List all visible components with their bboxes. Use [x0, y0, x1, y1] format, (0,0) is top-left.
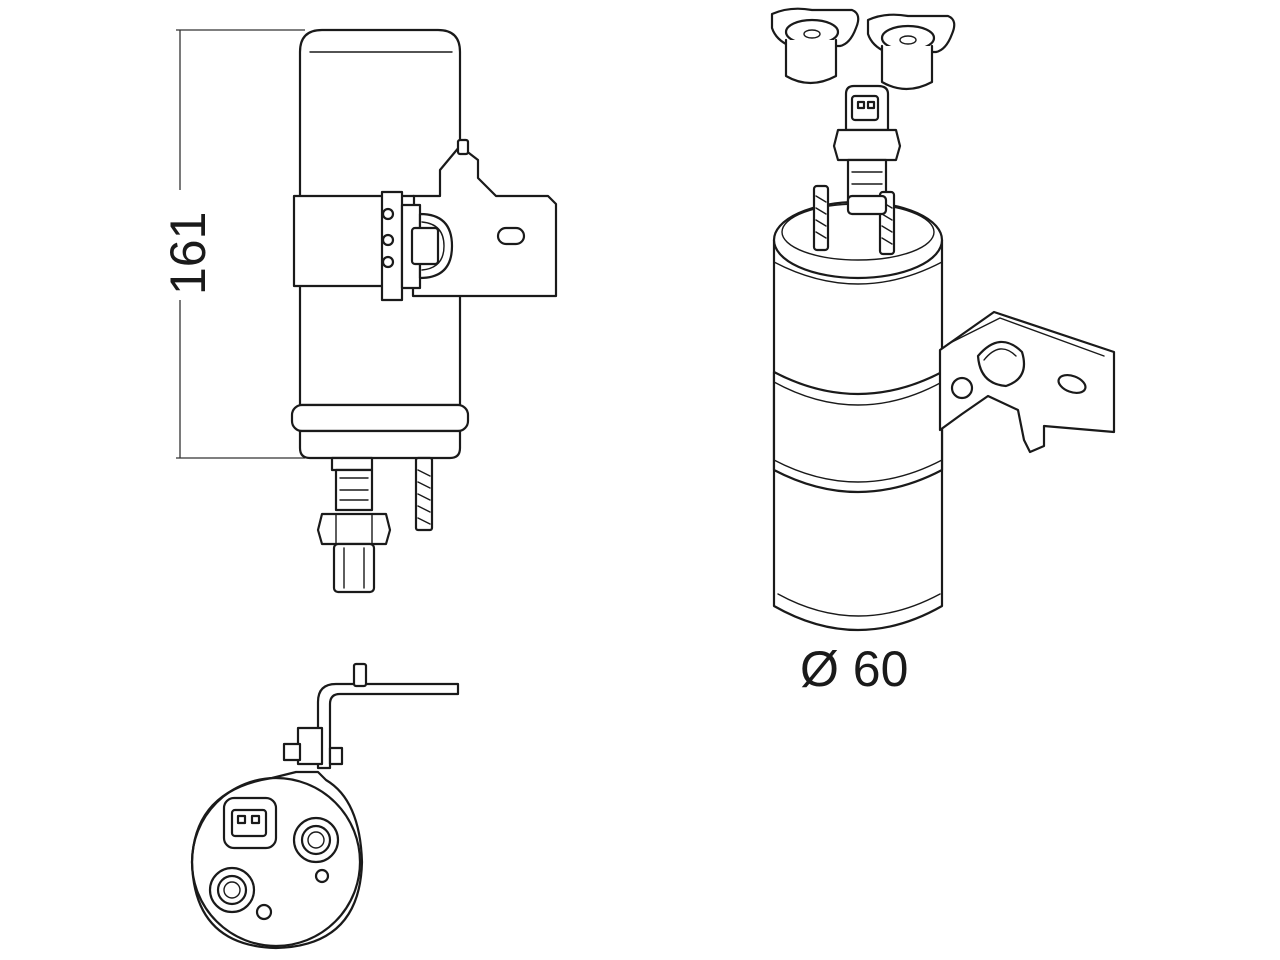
mounting-bracket-iso: [938, 310, 1116, 454]
isometric-view: Ø 60: [770, 7, 1116, 697]
bottom-fittings-side: [316, 456, 434, 594]
protective-caps: [770, 7, 956, 91]
side-view: 161: [160, 28, 558, 594]
height-dimension-label: 161: [160, 212, 216, 295]
bottom-view: [190, 662, 460, 950]
mounting-bracket-side: [292, 138, 558, 302]
diameter-dimension-label: Ø 60: [800, 641, 908, 697]
dryer-cylinder-iso: [772, 184, 944, 632]
base-disc: [190, 776, 362, 948]
height-dimension: 161: [160, 29, 305, 459]
